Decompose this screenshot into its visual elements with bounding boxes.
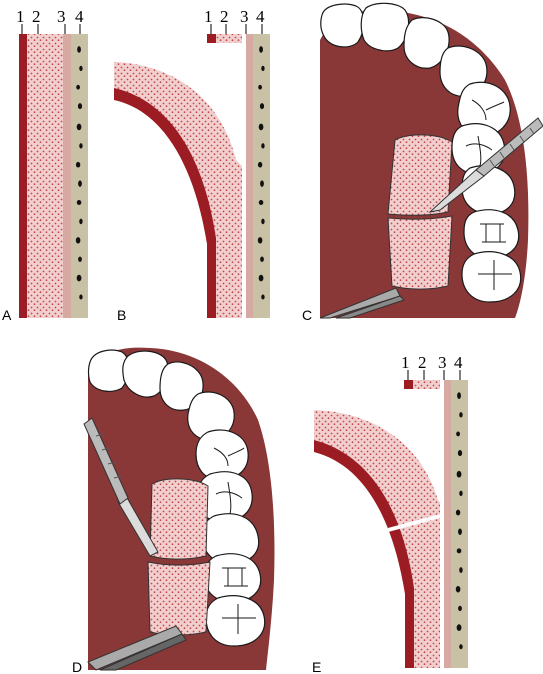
panel-label-c: C bbox=[302, 307, 312, 323]
layer-label-1: 1 bbox=[16, 7, 25, 26]
panel-d: D bbox=[72, 347, 275, 674]
layer-label-2: 2 bbox=[32, 7, 41, 26]
panel-label-b: B bbox=[117, 307, 126, 323]
tooth-crease bbox=[471, 99, 505, 121]
forceps bbox=[87, 625, 187, 671]
tooth-crease bbox=[215, 481, 243, 515]
tooth bbox=[461, 165, 516, 215]
tooth bbox=[122, 350, 169, 398]
tooth bbox=[463, 209, 520, 259]
layer-label-3: 3 bbox=[57, 7, 66, 26]
layer-label-1: 1 bbox=[401, 353, 410, 372]
layer-label-2: 2 bbox=[418, 353, 427, 372]
tooth-crease bbox=[222, 567, 248, 587]
layer-label-4: 4 bbox=[75, 7, 84, 26]
mucosa-flap bbox=[314, 440, 414, 668]
periosteum-layer bbox=[63, 34, 71, 318]
connective-tissue-layer bbox=[27, 34, 63, 318]
tooth bbox=[205, 595, 266, 647]
layer-label-4: 4 bbox=[256, 7, 265, 26]
tooth bbox=[203, 553, 262, 603]
graft-upper bbox=[149, 478, 209, 560]
tooth bbox=[403, 17, 450, 69]
connective-tissue-flap bbox=[314, 410, 444, 668]
bone-layer bbox=[71, 34, 88, 318]
layer-label-3: 3 bbox=[240, 7, 249, 26]
layer-label-1: 1 bbox=[204, 7, 213, 26]
panel-a: 1 2 3 4 A bbox=[2, 7, 88, 323]
tooth-crease bbox=[480, 223, 506, 243]
tooth-crease bbox=[213, 447, 245, 467]
periosteum-layer bbox=[444, 380, 451, 668]
panel-label-a: A bbox=[2, 307, 12, 323]
panel-b: 1 2 3 4 B bbox=[114, 7, 270, 323]
incision-line bbox=[387, 514, 441, 532]
scalpel bbox=[83, 417, 159, 557]
tooth bbox=[320, 3, 365, 48]
mucosa-strip-top bbox=[207, 34, 216, 43]
scalpel bbox=[428, 117, 543, 213]
tooth bbox=[461, 251, 522, 303]
panel-c: C bbox=[302, 2, 543, 323]
incision-gap bbox=[440, 380, 444, 668]
bone-layer bbox=[253, 34, 270, 318]
mucosa-layer bbox=[19, 34, 27, 318]
tooth-crease bbox=[465, 135, 493, 167]
tooth bbox=[360, 2, 410, 52]
connective-tissue-flap bbox=[114, 62, 246, 318]
tissue-strip-top bbox=[216, 34, 242, 43]
tooth bbox=[87, 349, 130, 392]
tissue-strip-top bbox=[413, 380, 440, 389]
layer-ticks bbox=[407, 370, 461, 380]
tooth bbox=[159, 361, 204, 411]
layer-ticks bbox=[210, 24, 263, 34]
panel-label-d: D bbox=[72, 659, 82, 674]
graft-lower bbox=[387, 215, 453, 290]
layer-label-2: 2 bbox=[220, 7, 229, 26]
graft-lower bbox=[147, 561, 211, 636]
incision-gap bbox=[242, 34, 246, 318]
layer-label-4: 4 bbox=[454, 353, 463, 372]
mucosa-strip-top bbox=[404, 380, 413, 389]
tooth-crease bbox=[222, 604, 256, 634]
bone-layer bbox=[451, 380, 468, 668]
layer-label-3: 3 bbox=[438, 353, 447, 372]
tooth-crease bbox=[478, 260, 512, 290]
panel-label-e: E bbox=[312, 659, 321, 674]
panel-e: 1 2 3 4 E bbox=[312, 353, 468, 674]
periosteum-layer bbox=[246, 34, 253, 318]
graft-upper bbox=[387, 134, 453, 216]
forceps bbox=[319, 287, 405, 319]
layer-ticks bbox=[21, 24, 81, 34]
